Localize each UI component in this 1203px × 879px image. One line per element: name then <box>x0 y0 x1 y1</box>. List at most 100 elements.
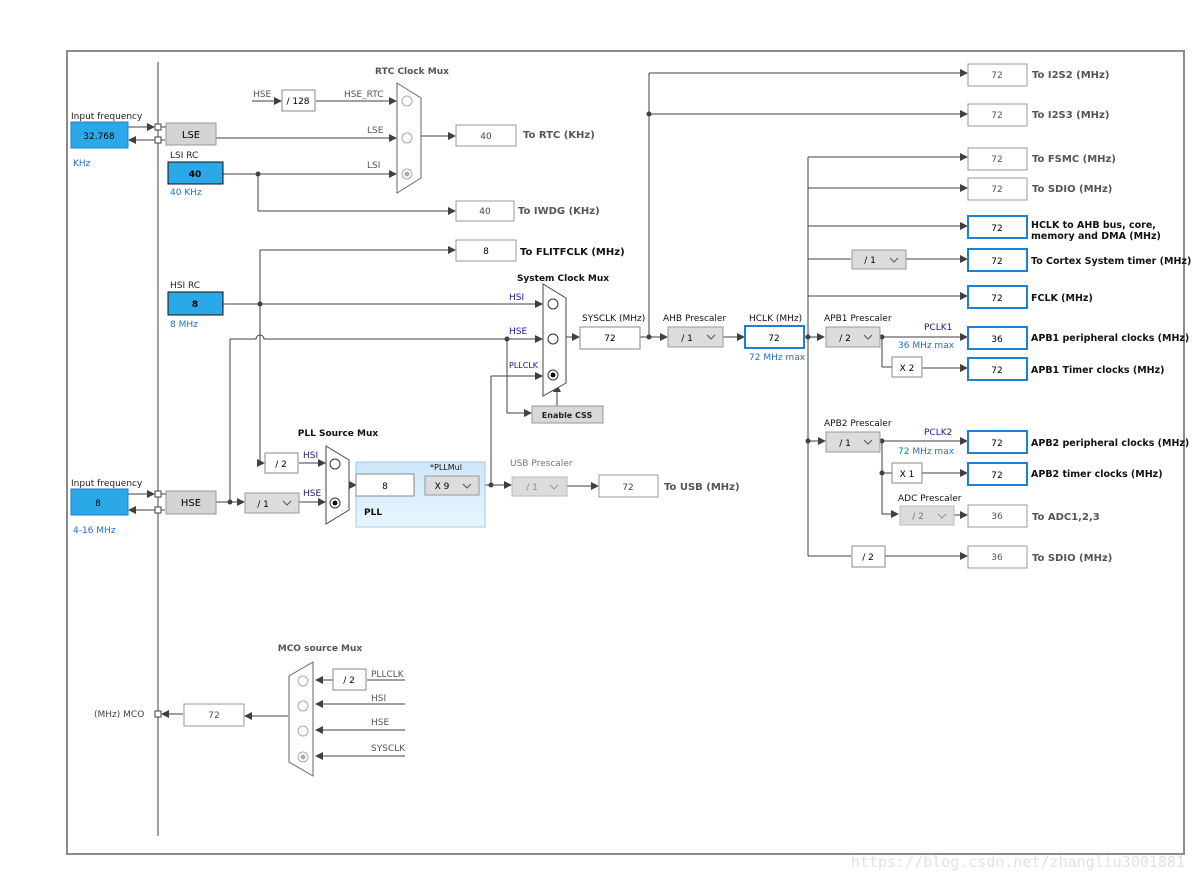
flitfclk-output-label: To FLITFCLK (MHz) <box>520 247 625 258</box>
mco-div2-box: / 2 <box>332 668 367 691</box>
i2s3-label: To I2S3 (MHz) <box>1032 110 1109 121</box>
mco-output-label: (MHz) MCO <box>94 710 144 720</box>
adc-label: To ADC1,2,3 <box>1032 512 1100 523</box>
hse-range-label: 4-16 MHz <box>73 526 116 536</box>
pclk2-max-label: 72 MHz max <box>898 447 955 457</box>
usb-prescaler-label: USB Prescaler <box>510 459 573 469</box>
sys-mux-hse-label: HSE <box>509 327 527 337</box>
pll-block-label: PLL <box>364 508 382 518</box>
cortex-label: To Cortex System timer (MHz) <box>1031 256 1191 267</box>
cortex-div-select[interactable]: / 1 <box>851 249 907 270</box>
rtc-mux-title: RTC Clock Mux <box>375 67 449 77</box>
pllmul-select[interactable]: X 9 <box>424 475 480 496</box>
ahb-prescaler-label: AHB Prescaler <box>663 314 726 324</box>
chevron-down-icon <box>549 484 559 490</box>
bus-connectors <box>154 123 162 718</box>
sdio-div2-box: / 2 <box>851 545 886 568</box>
rtc-mux-option-hse-radio[interactable] <box>401 95 413 107</box>
rtc-output-label: To RTC (KHz) <box>523 130 595 141</box>
apb2-prescaler-select[interactable]: / 1 <box>825 431 881 453</box>
mco-mux-option-hsi-radio[interactable] <box>297 700 309 712</box>
cortex-div-value: / 1 <box>864 256 876 266</box>
fsmc-label: To FSMC (MHz) <box>1032 154 1116 165</box>
hse-oscillator-block: HSE <box>165 490 217 515</box>
watermark: https://blog.csdn.net/zhangliu3001881 <box>850 853 1185 871</box>
pll-source-mux[interactable] <box>325 445 350 525</box>
chevron-down-icon <box>863 439 873 445</box>
chevron-down-icon <box>462 483 472 489</box>
lsi-value: 40 <box>189 170 202 180</box>
enable-css-label: Enable CSS <box>542 411 593 420</box>
apb2-timer-label: APB2 timer clocks (MHz) <box>1031 469 1163 480</box>
output-sdio-2: 36 To SDIO (MHz) <box>967 545 1112 569</box>
pll-source-mux-title: PLL Source Mux <box>298 429 379 439</box>
fclk-label: FCLK (MHz) <box>1031 293 1093 304</box>
output-apb1-periph[interactable]: 36 APB1 peripheral clocks (MHz) <box>967 326 1189 350</box>
adc-prescaler-select[interactable]: / 2 <box>899 505 955 526</box>
lse-oscillator-block: LSE <box>165 122 217 146</box>
pll-mux-option-hsi-radio[interactable] <box>329 458 341 470</box>
lse-input-value: 32.768 <box>83 132 115 142</box>
enable-css-button[interactable]: Enable CSS <box>531 405 604 424</box>
flitfclk-output-box: 8 <box>455 239 517 262</box>
output-cortex[interactable]: 72 To Cortex System timer (MHz) <box>967 248 1191 272</box>
system-clock-mux[interactable] <box>542 283 567 397</box>
hse-input-field[interactable]: 8 <box>70 488 129 516</box>
mco-output-value: 72 <box>208 711 219 721</box>
pll-hsi-div2-box: / 2 <box>264 452 299 474</box>
adc-value: 36 <box>991 512 1003 522</box>
rtc-mux-option-lse-radio[interactable] <box>401 132 413 144</box>
mco-sysclk-label: SYSCLK <box>371 744 406 754</box>
output-apb2-timer[interactable]: 72 APB2 timer clocks (MHz) <box>967 462 1163 486</box>
usb-prescaler-select[interactable]: / 1 <box>511 476 568 497</box>
chevron-down-icon <box>889 257 899 263</box>
hclk-label: HCLK (MHz) <box>749 314 802 324</box>
output-fclk[interactable]: 72 FCLK (MHz) <box>967 285 1093 309</box>
ahb-prescaler-select[interactable]: / 1 <box>667 326 724 348</box>
adc-prescaler-value: / 2 <box>912 512 924 522</box>
output-apb1-timer[interactable]: 72 APB1 Timer clocks (MHz) <box>967 357 1165 381</box>
apb2-prescaler-label: APB2 Prescaler <box>824 419 892 429</box>
chevron-down-icon <box>706 334 716 340</box>
i2s2-label: To I2S2 (MHz) <box>1032 70 1109 81</box>
apb2-x1-label: X 1 <box>900 470 915 480</box>
hse-div128-label: / 128 <box>286 97 309 107</box>
apb1-prescaler-select[interactable]: / 2 <box>825 326 881 348</box>
apb2-periph-label: APB2 peripheral clocks (MHz) <box>1031 438 1189 449</box>
adc-prescaler-label: ADC Prescaler <box>898 494 962 504</box>
pclk1-max-label: 36 MHz max <box>898 341 955 351</box>
lsi-rc-block: 40 <box>167 161 224 185</box>
output-adc: 36 To ADC1,2,3 <box>967 504 1100 528</box>
rtc-clock-mux[interactable] <box>396 82 422 194</box>
diagram-frame <box>66 50 1185 855</box>
system-clock-mux-title: System Clock Mux <box>517 274 609 284</box>
sdio2-value: 36 <box>991 553 1003 563</box>
apb1-prescaler-label: APB1 Prescaler <box>824 314 892 324</box>
apb2-timer-value: 72 <box>991 471 1002 481</box>
pll-input-value: 8 <box>382 482 388 492</box>
lse-block-label: LSE <box>182 130 200 141</box>
sys-mux-option-hse-radio[interactable] <box>547 333 559 345</box>
wires <box>128 62 968 836</box>
junction-dots <box>227 111 885 505</box>
mco-mux-option-pllclk-radio[interactable] <box>297 675 309 687</box>
flitfclk-output-value: 8 <box>483 247 489 257</box>
lsi-rc-label: LSI RC <box>170 151 198 161</box>
sdio2-label: To SDIO (MHz) <box>1032 553 1112 564</box>
mco-source-mux[interactable] <box>288 661 314 777</box>
lse-input-field[interactable]: 32.768 <box>70 121 129 149</box>
hse-div128-box: / 128 <box>281 89 316 112</box>
pllmul-value: X 9 <box>435 482 450 492</box>
hse-prediv-select[interactable]: / 1 <box>244 492 300 514</box>
sys-mux-option-hsi-radio[interactable] <box>547 298 559 310</box>
hclk-value-field[interactable]: 72 <box>744 325 805 349</box>
input-frequency-lse-label: Input frequency <box>71 112 143 122</box>
output-hclk-ahb[interactable]: 72 HCLK to AHB bus, core, memory and DMA… <box>967 215 1161 242</box>
mco-mux-option-hse-radio[interactable] <box>297 725 309 737</box>
hclk-ahb-label-1: HCLK to AHB bus, core, <box>1031 220 1156 231</box>
apb1-x2-box: X 2 <box>891 356 923 378</box>
rtc-lse-label: LSE <box>367 126 384 136</box>
output-apb2-periph[interactable]: 72 APB2 peripheral clocks (MHz) <box>967 430 1189 454</box>
mco-pllclk-label: PLLCLK <box>371 670 405 680</box>
